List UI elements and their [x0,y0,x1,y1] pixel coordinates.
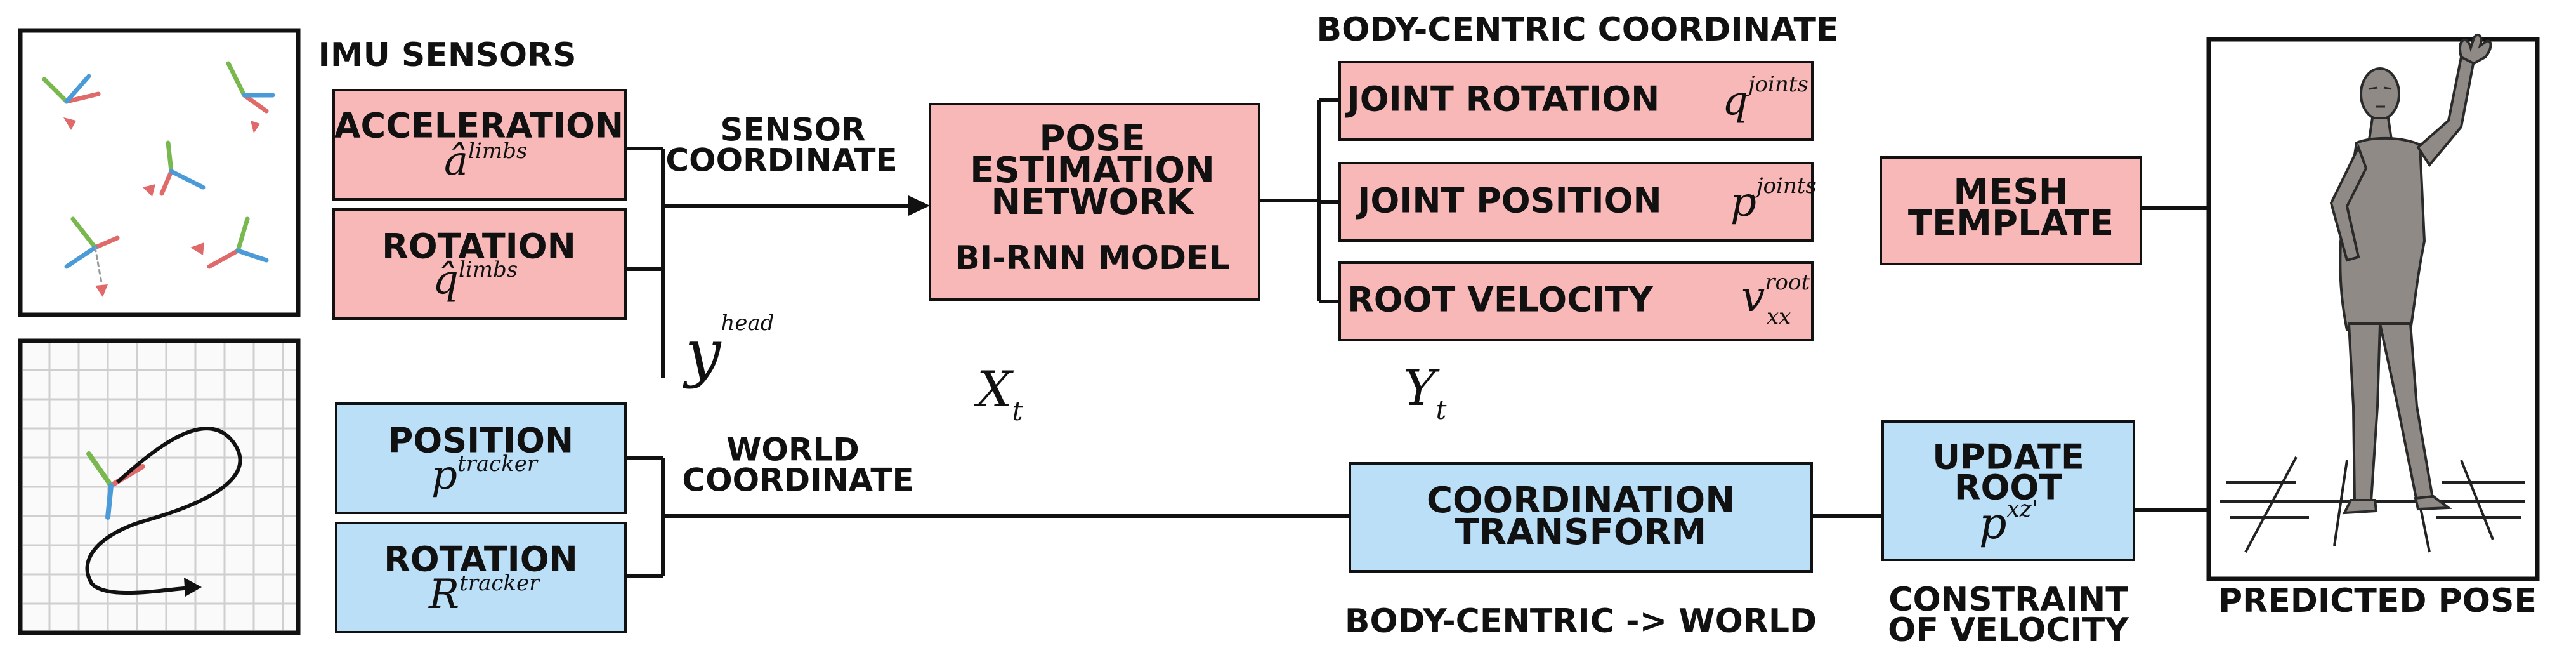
coordination-transform-box: COORDINATION TRANSFORM [1349,462,1813,573]
arrowhead [908,195,930,216]
constraint-label-1: CONSTRAINT [1888,581,2128,619]
predicted-pose-label: PREDICTED POSE [2218,582,2537,620]
sensor-axis-icon [190,216,269,269]
network-line-2: ESTIMATION [970,150,1215,191]
connectors [625,98,2209,578]
sensor-axis-icon [42,74,101,130]
joint-rotation-symbol: qjoints [1722,72,1808,124]
mesh-template-line-1: MESH [1953,171,2068,213]
sensor-coordinate-label-1: SENSOR [720,112,865,149]
coordination-transform-line-2: TRANSFORM [1455,512,1707,553]
joint-position-symbol: pjoints [1730,173,1817,226]
acceleration-title: ACCELERATION [334,106,624,146]
root-velocity-symbol: vroot [1741,270,1810,321]
mesh-template-line-2: TEMPLATE [1908,203,2114,244]
grid-lines [23,343,296,630]
network-line-3: NETWORK [991,182,1195,223]
sensor-axis-icon [143,140,206,197]
rotation-tracker-symbol: Rtracker [428,571,540,618]
sensor-axis-icon [64,216,120,297]
human-figure [2329,33,2492,515]
body-centric-coordinate-label: BODY-CENTRIC COORDINATE [1317,11,1839,49]
root-velocity-box: ROOT VELOCITY vroot xx [1338,261,1814,341]
y-head-label: yhead [683,310,775,390]
acceleration-box: ACCELERATION âlimbs [332,89,627,201]
rotation-imu-box: ROTATION q̂limbs [332,208,627,320]
position-tracker-title: POSITION [388,421,574,461]
network-model: BI-RNN MODEL [955,239,1230,277]
update-root-line-1: UPDATE [1932,437,2084,477]
rotation-tracker-title: ROTATION [384,540,578,579]
predicted-pose-panel [2206,33,2540,581]
coordination-transform-line-1: COORDINATION [1427,480,1735,521]
body-centric-to-world-label: BODY-CENTRIC -> WORLD [1345,602,1817,640]
joint-position-box: JOINT POSITION pjoints [1338,162,1817,242]
arrowhead [184,578,202,597]
imu-sensors-label: IMU SENSORS [318,36,576,74]
world-coordinate-label-2: COORDINATE [682,462,913,499]
world-coordinate-label-1: WORLD [726,432,860,468]
root-velocity-title: ROOT VELOCITY [1347,280,1654,320]
update-root-box: UPDATE ROOT pxz' [1881,420,2135,561]
update-root-line-2: ROOT [1954,468,2062,508]
network-line-1: POSE [1039,118,1145,159]
update-root-symbol: pxz' [1979,496,2038,549]
rotation-tracker-box: ROTATION Rtracker [335,522,627,633]
human-face [2369,86,2392,108]
sensor-coordinate-label-2: COORDINATE [665,142,897,179]
joint-rotation-box: JOINT ROTATION qjoints [1338,61,1814,141]
joint-position-title: JOINT POSITION [1355,181,1661,221]
trajectory-path [85,427,242,595]
pose-estimation-network-box: POSE ESTIMATION NETWORK BI-RNN MODEL [929,103,1260,301]
x-t-label: Xt [973,361,1023,427]
mesh-template-box: MESH TEMPLATE [1880,156,2142,265]
position-tracker-box: POSITION ptracker [335,402,627,514]
root-velocity-subscript: xx [1767,304,1791,329]
tracker-trajectory-panel [18,338,301,635]
y-t-label: Yt [1403,360,1447,425]
acceleration-symbol: âlimbs [444,138,527,185]
rotation-imu-symbol: q̂limbs [433,256,518,303]
sensor-axis-icon [226,61,275,133]
constraint-label-2: OF VELOCITY [1888,611,2129,649]
joint-rotation-title: JOINT ROTATION [1345,79,1660,119]
imu-sensor-panel [18,28,301,317]
rotation-imu-title: ROTATION [382,227,576,267]
position-tracker-symbol: ptracker [431,451,539,499]
